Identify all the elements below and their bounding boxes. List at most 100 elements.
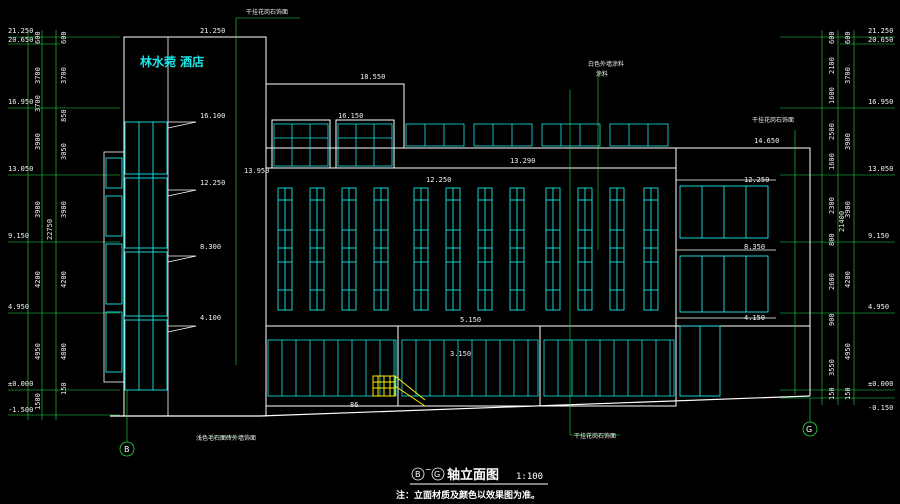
level-roof-mid: 18.550 (360, 73, 385, 81)
title-axis-g-bubble (431, 467, 445, 481)
dim: 150 (60, 382, 68, 395)
left-level-21250: 21.250 (8, 27, 33, 35)
level-l4-center: 16.150 (338, 112, 363, 120)
left-dims-col1: 600 3700 3700 3900 3900 4200 4950 1500 (34, 31, 42, 410)
note-top-left: 干挂花岗石饰面 (246, 8, 288, 16)
level-l4-left: 16.100 (200, 112, 225, 120)
dim: 4200 (844, 271, 852, 288)
level-l3-left: 12.250 (200, 179, 225, 187)
left-level-minus-1500: -1.500 (8, 406, 33, 414)
upper-windows (273, 123, 669, 167)
dim: 2500 (828, 123, 836, 140)
drawing-title: 轴立面图 (447, 467, 499, 483)
left-level-9150: 9.150 (8, 232, 29, 240)
level-l3-parapet: 13.950 (244, 167, 269, 175)
dim: 900 (828, 313, 836, 326)
dim: 3700 (60, 67, 68, 84)
left-level-20650: 20.650 (8, 36, 33, 44)
dim: 600 (828, 31, 836, 44)
dim: 4950 (34, 343, 42, 360)
dim: 4950 (844, 343, 852, 360)
axis-markers: B G (119, 390, 818, 457)
right-total-dim: 21400 (838, 211, 846, 232)
axis-b-bubble (119, 441, 135, 457)
level-l3-center: 13.290 (510, 157, 535, 165)
dim: 2600 (828, 273, 836, 290)
axis-g-label: G (806, 425, 812, 434)
level-l1-center: 5.150 (460, 316, 481, 324)
left-dims-col2: 600 3700 850 3050 3900 4200 4800 150 (60, 31, 68, 395)
note-right-upper: 干挂花岗石饰面 (752, 116, 794, 124)
axis-g-bubble (802, 421, 818, 437)
dim: 3550 (828, 359, 836, 376)
vertical-window-bands (277, 187, 659, 311)
right-wing-windows (679, 185, 769, 397)
right-level-9150: 9.150 (868, 232, 889, 240)
dim: 1600 (828, 153, 836, 170)
dim: 3900 (60, 201, 68, 218)
main-body (265, 147, 811, 407)
left-tower: 林水菀 酒店 (103, 36, 267, 417)
dim: 2100 (828, 57, 836, 74)
axis-b-label: B (124, 445, 130, 454)
drawing-subtitle: 注：立面材质及颜色以效果图为准。 (396, 489, 540, 501)
dim: 3700 (34, 67, 42, 84)
title-axis-g: G (434, 470, 440, 479)
dim: 800 (828, 233, 836, 246)
dim: 3700 (844, 67, 852, 84)
storefront-glazing (543, 339, 675, 397)
left-total-dim: 22750 (46, 219, 54, 240)
level-roof-right: 14.650 (754, 137, 779, 145)
note-bottom-center: 干挂花岗石饰面 (574, 432, 616, 440)
dim: 3900 (844, 201, 852, 218)
right-level-column: 21.250 20.650 16.950 13.050 9.150 4.950 … (780, 27, 895, 412)
title-axis-b: B (415, 470, 421, 479)
level-l2-right: 8.350 (744, 243, 765, 251)
building-level-markers: 21.250 18.550 16.100 16.150 14.650 13.95… (200, 27, 779, 358)
dim: 600 (60, 31, 68, 44)
right-level-13050: 13.050 (868, 165, 893, 173)
dim: 3900 (34, 201, 42, 218)
level-l3-right: 12.250 (744, 176, 769, 184)
dim: 2300 (828, 197, 836, 214)
left-level-13050: 13.050 (8, 165, 33, 173)
right-level-0000: ±0.000 (868, 380, 893, 388)
right-dims-col2: 600 3700 3900 3900 4200 4950 150 (844, 31, 852, 400)
level-l3-main: 12.250 (426, 176, 451, 184)
leader-lines (210, 17, 796, 438)
level-l2-left: 8.300 (200, 243, 221, 251)
dim: 150 (844, 387, 852, 400)
level-roof-parapet: 21.250 (200, 27, 225, 35)
right-level-16950: 16.950 (868, 98, 893, 106)
title-axis-tilde: ~ (425, 465, 432, 474)
dim: 850 (60, 109, 68, 122)
note-right-paint-2: 涂料 (596, 70, 608, 78)
drawing-scale: 1:100 (516, 472, 543, 482)
title-block: B ~ G 轴立面图 1:100 注：立面材质及颜色以效果图为准。 (396, 465, 548, 501)
dim: 150 (828, 387, 836, 400)
dim: 4200 (34, 271, 42, 288)
left-level-4950: 4.950 (8, 303, 29, 311)
annotations: 干挂花岗石饰面 干挂花岗石饰面 白色外墙涂料 涂料 浅色毛石面砖外墙饰面 干挂花… (196, 8, 794, 442)
storefront-glazing (267, 339, 397, 397)
right-level-4950: 4.950 (868, 303, 889, 311)
dim: 1600 (828, 87, 836, 104)
note-bottom-left: 浅色毛石面砖外墙饰面 (196, 434, 256, 442)
storefront-glazing (401, 339, 539, 397)
dim: 4200 (60, 271, 68, 288)
left-level-0000: ±0.000 (8, 380, 33, 388)
right-level-21250: 21.250 (868, 27, 893, 35)
left-level-16950: 16.950 (8, 98, 33, 106)
right-wing-ledges (676, 179, 776, 319)
right-level-minus-0150: -0.150 (868, 404, 893, 412)
left-level-column: 21.250 20.650 16.950 13.050 9.150 4.950 … (8, 27, 120, 420)
dim: 4800 (60, 343, 68, 360)
right-level-20650: 20.650 (868, 36, 893, 44)
note-right-paint-1: 白色外墙涂料 (588, 60, 624, 68)
right-dims-col1: 600 2100 1600 2500 1600 2300 800 2600 90… (828, 31, 836, 400)
level-ground-center: 3.150 (450, 350, 471, 358)
hotel-sign: 林水菀 酒店 (140, 54, 204, 69)
dim: 3050 (60, 143, 68, 160)
level-l1-right: 4.150 (744, 314, 765, 322)
